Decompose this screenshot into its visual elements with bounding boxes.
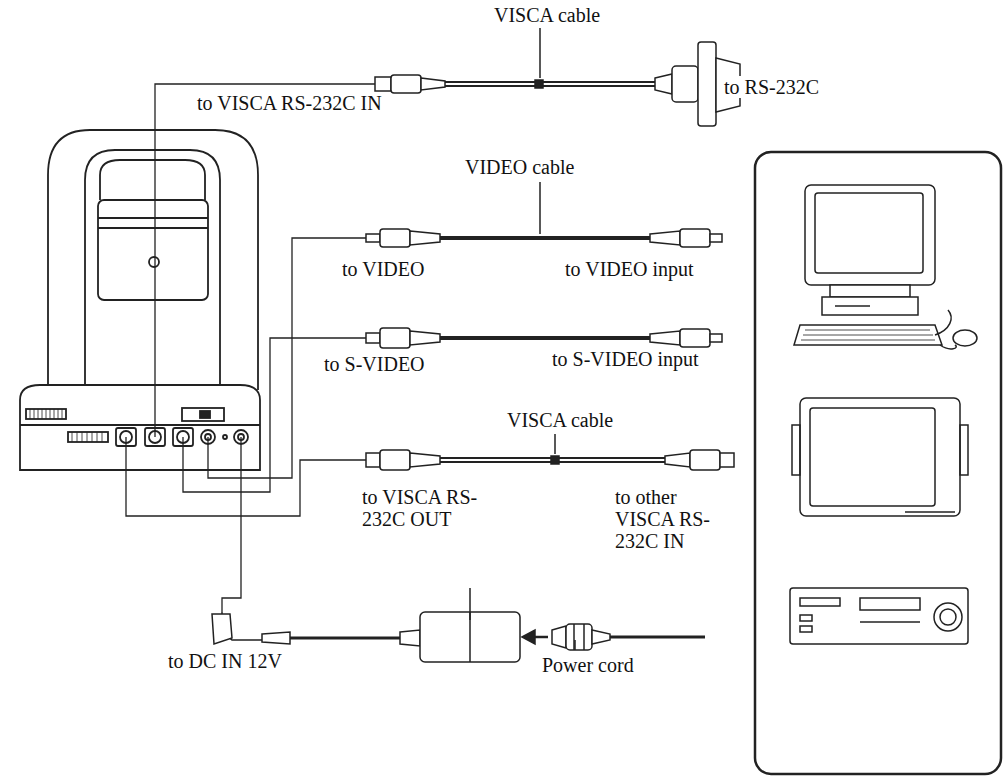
visca-cable-top [375,28,740,126]
power-adapter [212,588,705,662]
computer-icon [794,185,977,349]
wires [126,84,375,612]
vcr-icon [790,588,968,644]
port-label: to VIDEO input [563,258,696,280]
port-label: to DC IN 12V [166,650,284,672]
port-label: to S-VIDEO input [550,348,701,370]
port-label: to VIDEO [340,258,426,280]
cable-name: VISCA cable [505,409,615,431]
cable-name: VIDEO cable [463,156,576,178]
port-label: to S-VIDEO [322,353,427,375]
equipment-panel [755,152,1001,774]
port-label: to VISCA RS-232C OUT [360,486,496,530]
port-label: to other VISCA RS-232C IN [613,486,727,552]
cable-name: VISCA cable [492,4,602,26]
monitor-icon [792,398,968,516]
visca-cable-bottom [366,434,734,470]
port-label: to VISCA RS-232C IN [195,92,384,114]
port-label: to RS-232C [722,76,821,98]
part-name: Power cord [540,654,636,676]
s-video-cable [366,328,722,348]
camera-illustration [20,130,260,470]
video-cable [366,182,722,247]
